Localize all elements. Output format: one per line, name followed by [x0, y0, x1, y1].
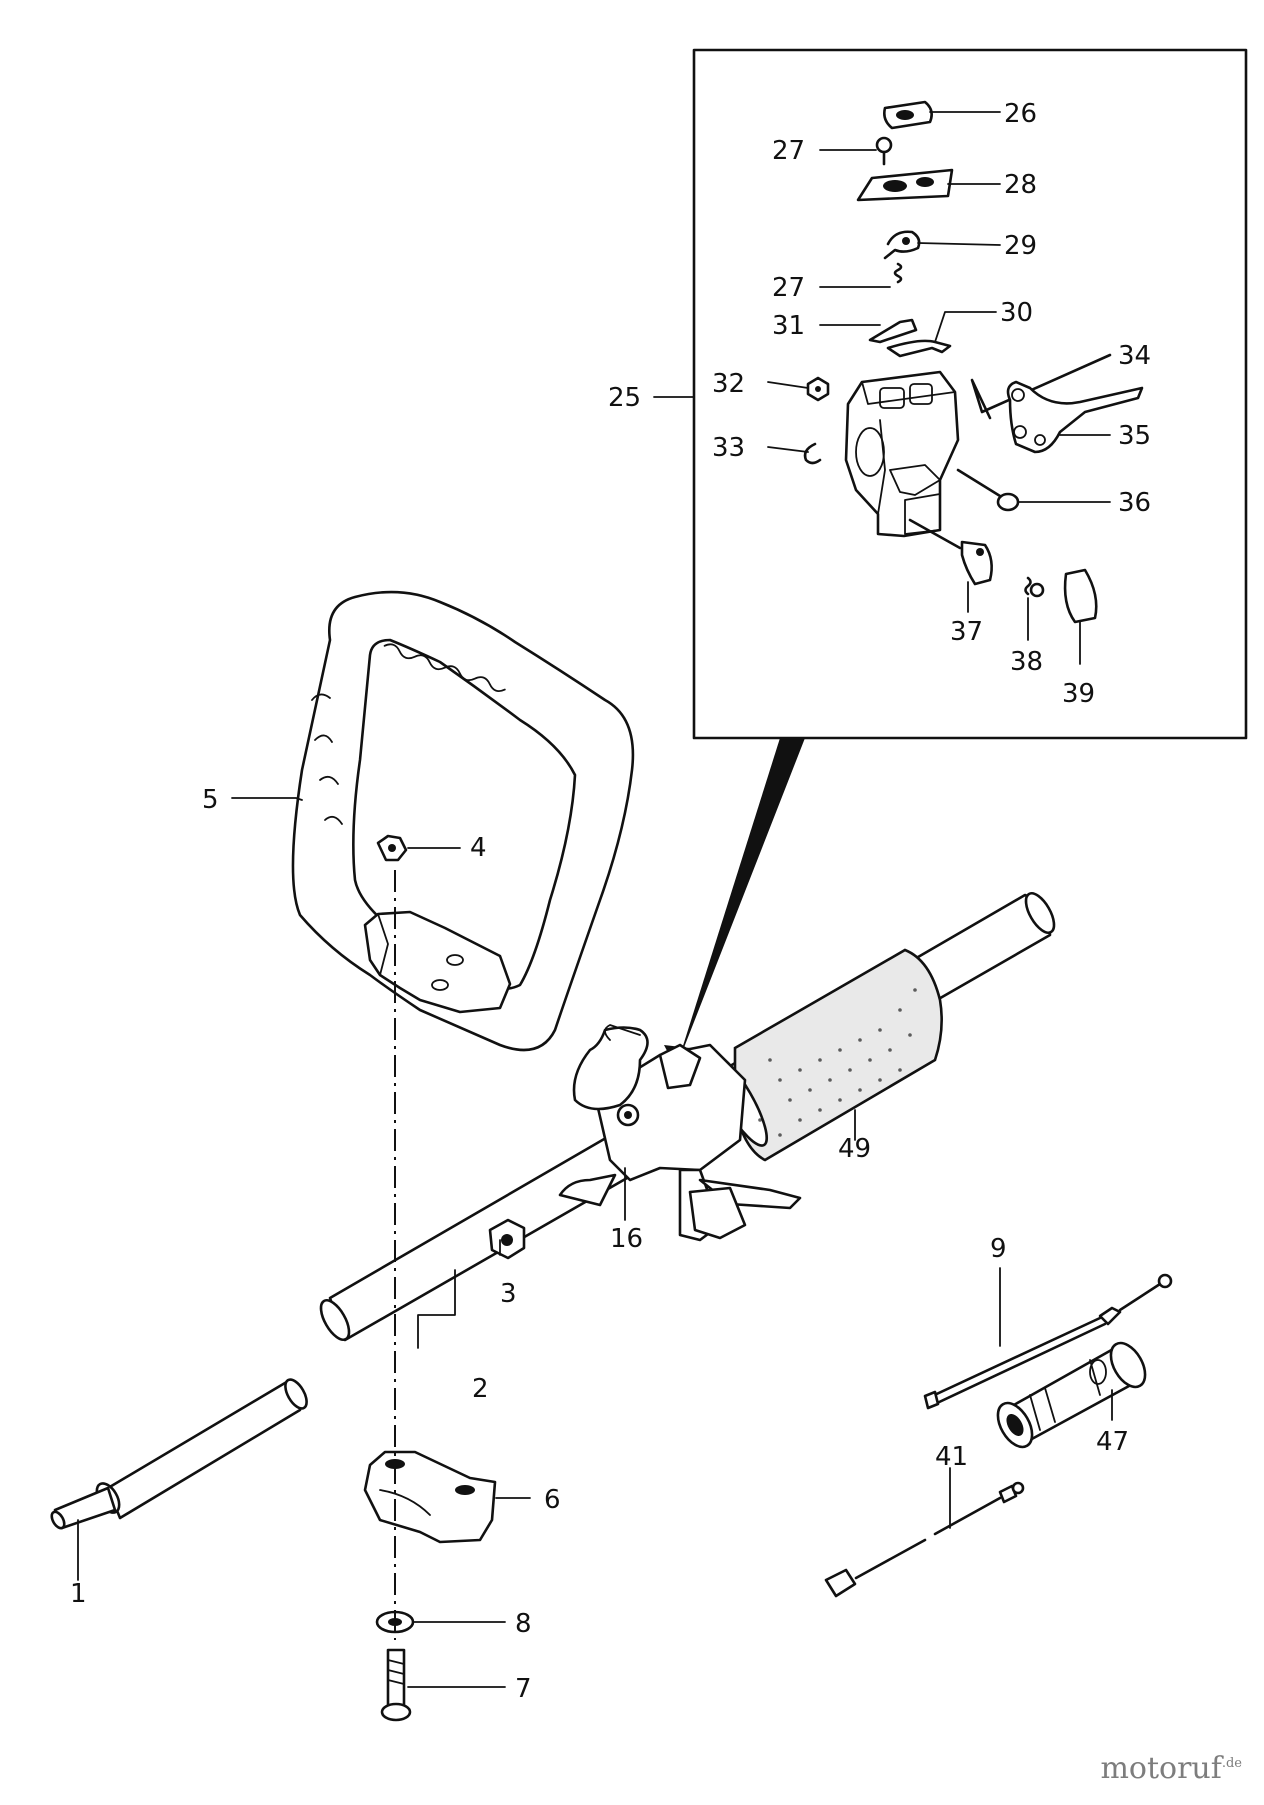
callout-labels: 1 2 3 4 5 6 7 8 9 16 25 26 27 27 28 29 3…: [70, 99, 1151, 1704]
part-27-spring-lower: [893, 262, 903, 284]
callout-39: 39: [1062, 679, 1095, 709]
part-35-throttle-trigger: [1006, 380, 1144, 454]
part-16-throttle-body: [572, 1024, 802, 1242]
callout-4: 4: [470, 833, 487, 863]
part-28-plate: [856, 168, 954, 202]
callout-2: 2: [472, 1374, 489, 1404]
callout-9: 9: [990, 1234, 1007, 1264]
part-41-stop-wire: [824, 1481, 1025, 1598]
part-33-clip: [803, 442, 822, 465]
callout-29: 29: [1004, 231, 1037, 261]
callout-27-lower: 27: [772, 273, 805, 303]
watermark-tld: .de: [1221, 1756, 1242, 1771]
callout-31: 31: [772, 311, 805, 341]
part-34-spring-wire: [970, 353, 1112, 420]
callout-32: 32: [712, 369, 745, 399]
handle-clamp-upper: [363, 910, 512, 1014]
callout-6: 6: [544, 1485, 561, 1515]
callout-16: 16: [610, 1224, 643, 1254]
callout-28: 28: [1004, 170, 1037, 200]
callout-3: 3: [500, 1279, 517, 1309]
callout-26: 26: [1004, 99, 1037, 129]
part-47-coupling: [996, 1341, 1147, 1449]
callout-36: 36: [1118, 488, 1151, 518]
part-32-nut: [806, 376, 830, 402]
watermark-logo: motoruf.de: [1100, 1751, 1242, 1786]
callout-7: 7: [515, 1674, 532, 1704]
part-25-throttle-housing: [844, 370, 960, 538]
callout-47: 47: [1096, 1427, 1129, 1457]
detail-pointer: [676, 738, 805, 1068]
callout-34: 34: [1118, 341, 1151, 371]
detail-inset-box: [692, 48, 1248, 740]
handle-bracket: [558, 1173, 617, 1207]
part-6-lower-clamp: [363, 1450, 497, 1544]
part-30-31-levers: [868, 318, 952, 358]
part-3-clamp-nut: [488, 1218, 526, 1260]
callout-5: 5: [202, 785, 219, 815]
part-37-stop-switch: [908, 518, 993, 586]
callout-1: 1: [70, 1579, 87, 1609]
callout-33: 33: [712, 433, 745, 463]
part-9-throttle-cable: [923, 1273, 1173, 1410]
part-38-small-screw: [1024, 576, 1045, 598]
callout-35: 35: [1118, 421, 1151, 451]
callout-37: 37: [950, 617, 983, 647]
part-39-switch-cover: [1063, 568, 1098, 624]
watermark-name: motoruf: [1100, 1751, 1222, 1786]
part-26-cap: [883, 100, 933, 130]
callout-41: 41: [935, 1442, 968, 1472]
callout-27-upper: 27: [772, 136, 805, 166]
callout-25: 25: [608, 383, 641, 413]
part-5-loop-handle: [291, 590, 635, 1052]
part-4-nut: [376, 834, 408, 862]
main-leader-lines: [77, 797, 1113, 1688]
part-27-pin-upper: [875, 136, 893, 166]
inset-leader-lines: [653, 111, 1111, 665]
part-36-screw: [956, 468, 1020, 512]
part-29-spring-clip: [883, 230, 921, 260]
callout-8: 8: [515, 1609, 532, 1639]
callout-49: 49: [838, 1134, 871, 1164]
callout-38: 38: [1010, 647, 1043, 677]
part-7-bolt: [380, 1648, 412, 1722]
callout-30: 30: [1000, 298, 1033, 328]
